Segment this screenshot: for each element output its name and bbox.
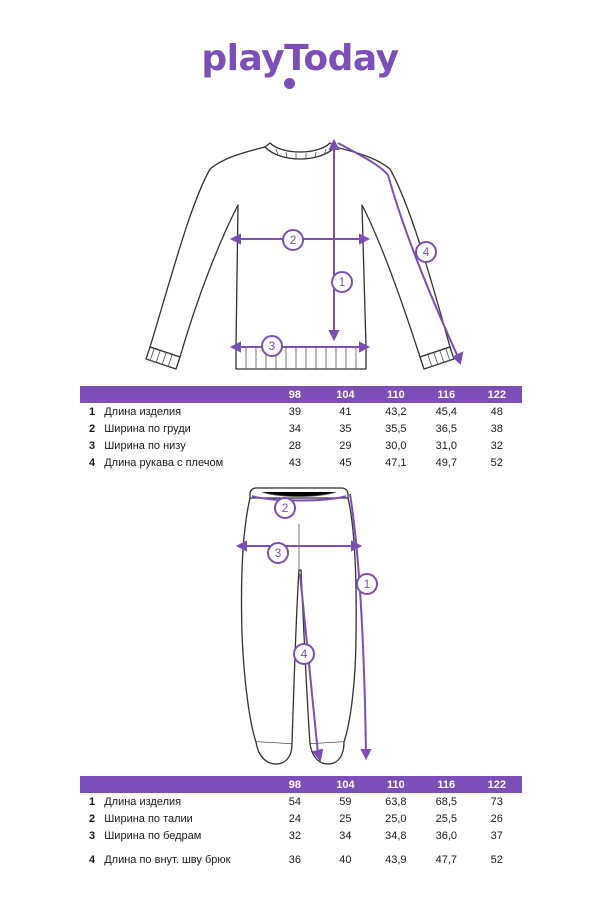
table-row: 2 Ширина по груди 34 35 35,5 36,5 38 [89,422,503,435]
sweatshirt-right-cuff [419,346,455,370]
brand-logo-text: playToday [201,38,399,79]
brand-logo-dot [284,78,295,89]
pants-size-table: 98 104 110 116 122 1 Длина изделия 54 59… [80,776,522,866]
brand-logo: playToday [0,38,600,79]
sweatshirt-marker-1: 1 [331,271,353,293]
size-header: 104 [336,388,355,401]
svg-text:4: 4 [423,245,430,259]
table-row: 4 Длина по внут. шву брюк 36 40 43,9 47,… [89,854,503,866]
svg-text:1: 1 [364,577,371,591]
svg-text:3: 3 [275,546,282,560]
table-row: 3 Ширина по низу 28 29 30,0 31,0 32 [89,439,503,452]
size-header: 110 [386,778,405,791]
size-header: 122 [487,388,506,401]
pants-drawing: 1 2 3 4 [235,487,378,765]
table-row: 3 Ширина по бедрам 32 34 34,8 36,0 37 [89,829,503,842]
size-header: 98 [288,388,302,401]
sweatshirt-table-header: 98 104 110 116 122 [80,386,522,403]
sweatshirt-drawing: 1 2 3 4 [145,138,464,370]
pants-table-header: 98 104 110 116 122 [80,776,522,793]
sweatshirt-waistband [235,346,367,370]
size-header: 116 [437,778,456,791]
pants-left-cuff [255,741,293,765]
sweatshirt-marker-3: 3 [261,335,283,357]
svg-text:1: 1 [339,275,346,289]
sweatshirt-left-cuff [145,346,181,370]
sweatshirt-measure-lines [229,138,464,366]
sweatshirt-marker-4: 4 [415,241,437,263]
table-row: 1 Длина изделия 54 59 63,8 68,5 73 [89,795,503,808]
sweatshirt-body [149,146,451,358]
size-header: 104 [336,778,355,791]
table-row: 4 Длина рукава с плечом 43 45 47,1 49,7 … [89,456,503,469]
pants-marker-3: 3 [267,542,289,564]
pants-measure-lines [235,493,372,763]
size-header: 116 [437,388,456,401]
size-header: 98 [288,778,302,791]
table-row: 1 Длина изделия 39 41 43,2 45,4 48 [89,405,503,418]
svg-text:3: 3 [269,339,276,353]
svg-text:4: 4 [301,647,308,661]
size-header: 122 [487,778,506,791]
pants-marker-2: 2 [274,497,296,519]
sweatshirt-marker-2: 2 [282,229,304,251]
table-row: 2 Ширина по талии 24 25 25,0 25,5 26 [89,812,503,825]
pants-marker-1: 1 [356,573,378,595]
size-header: 110 [386,388,405,401]
svg-text:2: 2 [282,501,289,515]
sweatshirt-size-table: 98 104 110 116 122 1 Длина изделия 39 41… [80,386,522,471]
pants-marker-4: 4 [293,643,315,665]
svg-text:2: 2 [290,233,297,247]
